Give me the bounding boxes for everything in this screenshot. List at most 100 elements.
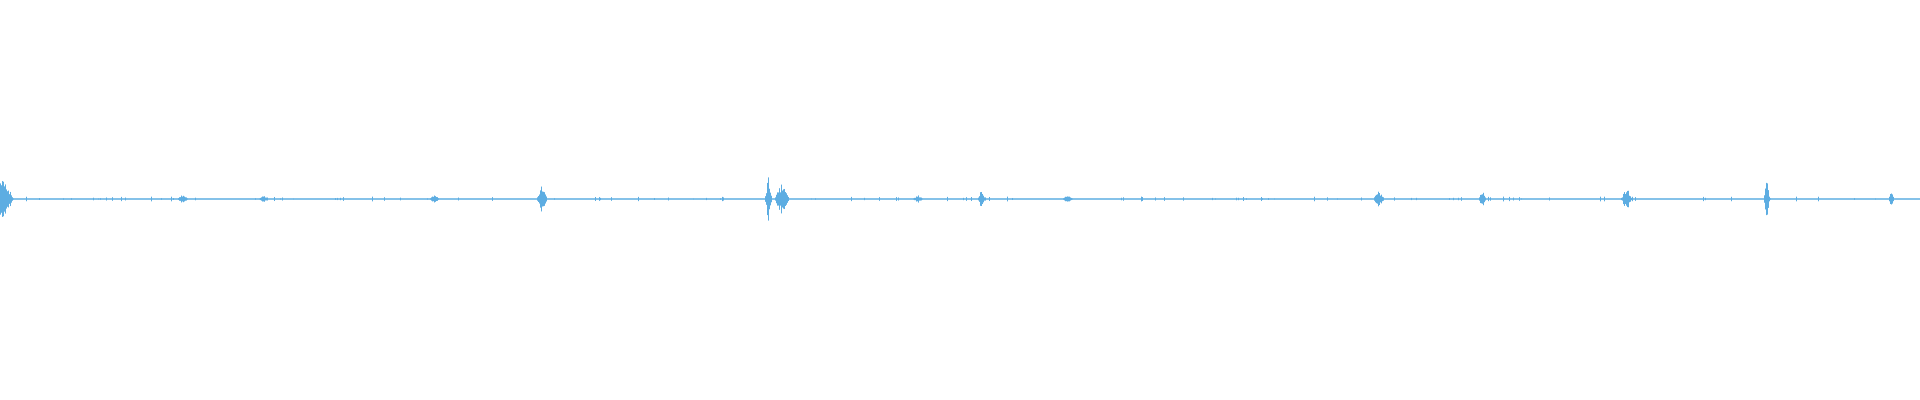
waveform-peak	[537, 197, 538, 201]
waveform-peak	[781, 184, 782, 214]
waveform-peak	[971, 196, 972, 202]
waveform-peak	[1268, 198, 1269, 200]
waveform-peak	[980, 192, 981, 206]
waveform-peak	[541, 186, 542, 212]
waveform-peak	[782, 190, 783, 208]
waveform-peak	[545, 194, 546, 204]
waveform-peak	[1007, 196, 1008, 202]
waveform-peak	[121, 196, 122, 202]
waveform-peak	[259, 198, 260, 200]
waveform-peak	[787, 195, 788, 203]
waveform-peak	[125, 197, 126, 201]
waveform-peak	[93, 197, 94, 201]
waveform-peak	[989, 196, 990, 202]
waveform-peak	[255, 198, 256, 200]
waveform-peak	[11, 195, 12, 203]
waveform-peak	[12, 197, 13, 201]
waveform-peak	[400, 197, 401, 201]
waveform-peak	[1314, 196, 1315, 202]
waveform-peak	[1624, 192, 1625, 206]
waveform-peak	[0, 183, 1, 215]
waveform-peak	[434, 195, 435, 203]
waveform-peak	[1376, 194, 1377, 204]
waveform-peak	[173, 198, 174, 200]
waveform-peak	[274, 196, 275, 202]
waveform-peak	[985, 197, 986, 201]
waveform-peak	[811, 198, 812, 200]
waveform-peak	[638, 196, 639, 202]
waveform-peak	[1854, 198, 1855, 200]
waveform-peak	[1382, 196, 1383, 202]
waveform-peak	[544, 192, 545, 206]
waveform-peak	[1378, 191, 1379, 207]
waveform-peak	[554, 198, 555, 200]
waveform-peak	[1770, 198, 1771, 200]
waveform-peak	[978, 197, 979, 201]
waveform-peak	[1503, 196, 1504, 202]
waveform-peak	[492, 197, 493, 201]
waveform-peak	[1337, 198, 1338, 200]
waveform-peak	[1513, 197, 1514, 201]
waveform-peak	[180, 197, 181, 201]
waveform-peak	[1891, 193, 1892, 205]
waveform-peak	[1628, 190, 1629, 208]
waveform-peak	[966, 197, 967, 201]
waveform-peak	[1768, 190, 1769, 208]
waveform-peak	[1262, 198, 1263, 200]
waveform-peak	[1483, 192, 1484, 206]
waveform-peak	[1766, 182, 1767, 216]
waveform-peak	[1212, 197, 1213, 201]
waveform-peak	[1068, 196, 1069, 202]
waveform-peak	[267, 197, 268, 201]
waveform-peak	[266, 197, 267, 201]
waveform-peak	[1069, 196, 1070, 202]
waveform-peak	[10, 191, 11, 207]
waveform-peak	[546, 196, 547, 202]
waveform-peak	[13, 198, 14, 200]
waveform-peak	[723, 197, 724, 201]
waveform-peak	[181, 195, 182, 203]
waveform-peak	[1123, 197, 1124, 201]
waveform-peak	[1381, 194, 1382, 204]
waveform-peak	[815, 198, 816, 200]
waveform-peak	[260, 197, 261, 201]
waveform-peak	[1484, 195, 1485, 203]
waveform-peak	[265, 197, 266, 201]
waveform-peak	[1767, 183, 1768, 215]
waveform-peak	[1066, 196, 1067, 202]
waveform-peak	[1064, 197, 1065, 201]
waveform-peak	[1155, 197, 1156, 201]
waveform-peak	[1070, 197, 1071, 201]
waveform-peak	[8, 190, 9, 208]
waveform-peak	[26, 196, 27, 202]
waveform-peak	[1480, 194, 1481, 204]
waveform-peak	[1379, 193, 1380, 205]
waveform-peak	[1416, 197, 1417, 201]
waveform-peak	[433, 196, 434, 202]
waveform-peak	[1490, 197, 1491, 201]
waveform-peak	[171, 196, 172, 202]
waveform-peak	[161, 198, 162, 200]
waveform-peak	[262, 196, 263, 202]
waveform-peak	[1481, 194, 1482, 204]
waveform-peak	[63, 198, 64, 200]
waveform-peak	[540, 190, 541, 208]
waveform-peak	[183, 195, 184, 203]
waveform-peak	[788, 196, 789, 202]
waveform-peak	[1731, 196, 1732, 202]
waveform-peak	[335, 198, 336, 200]
waveform-peak	[1394, 197, 1395, 201]
waveform-peak	[1625, 194, 1626, 204]
waveform-peak	[918, 195, 919, 203]
waveform-peak	[98, 198, 99, 200]
waveform-peak	[436, 196, 437, 202]
waveform-peak	[184, 196, 185, 202]
waveform-peak	[1071, 197, 1072, 201]
waveform-peak	[539, 194, 540, 204]
waveform-peak	[432, 196, 433, 202]
waveform-peak	[100, 198, 101, 200]
waveform-peak	[1236, 197, 1237, 201]
waveform-peak	[1065, 196, 1066, 202]
waveform-peak	[538, 195, 539, 203]
